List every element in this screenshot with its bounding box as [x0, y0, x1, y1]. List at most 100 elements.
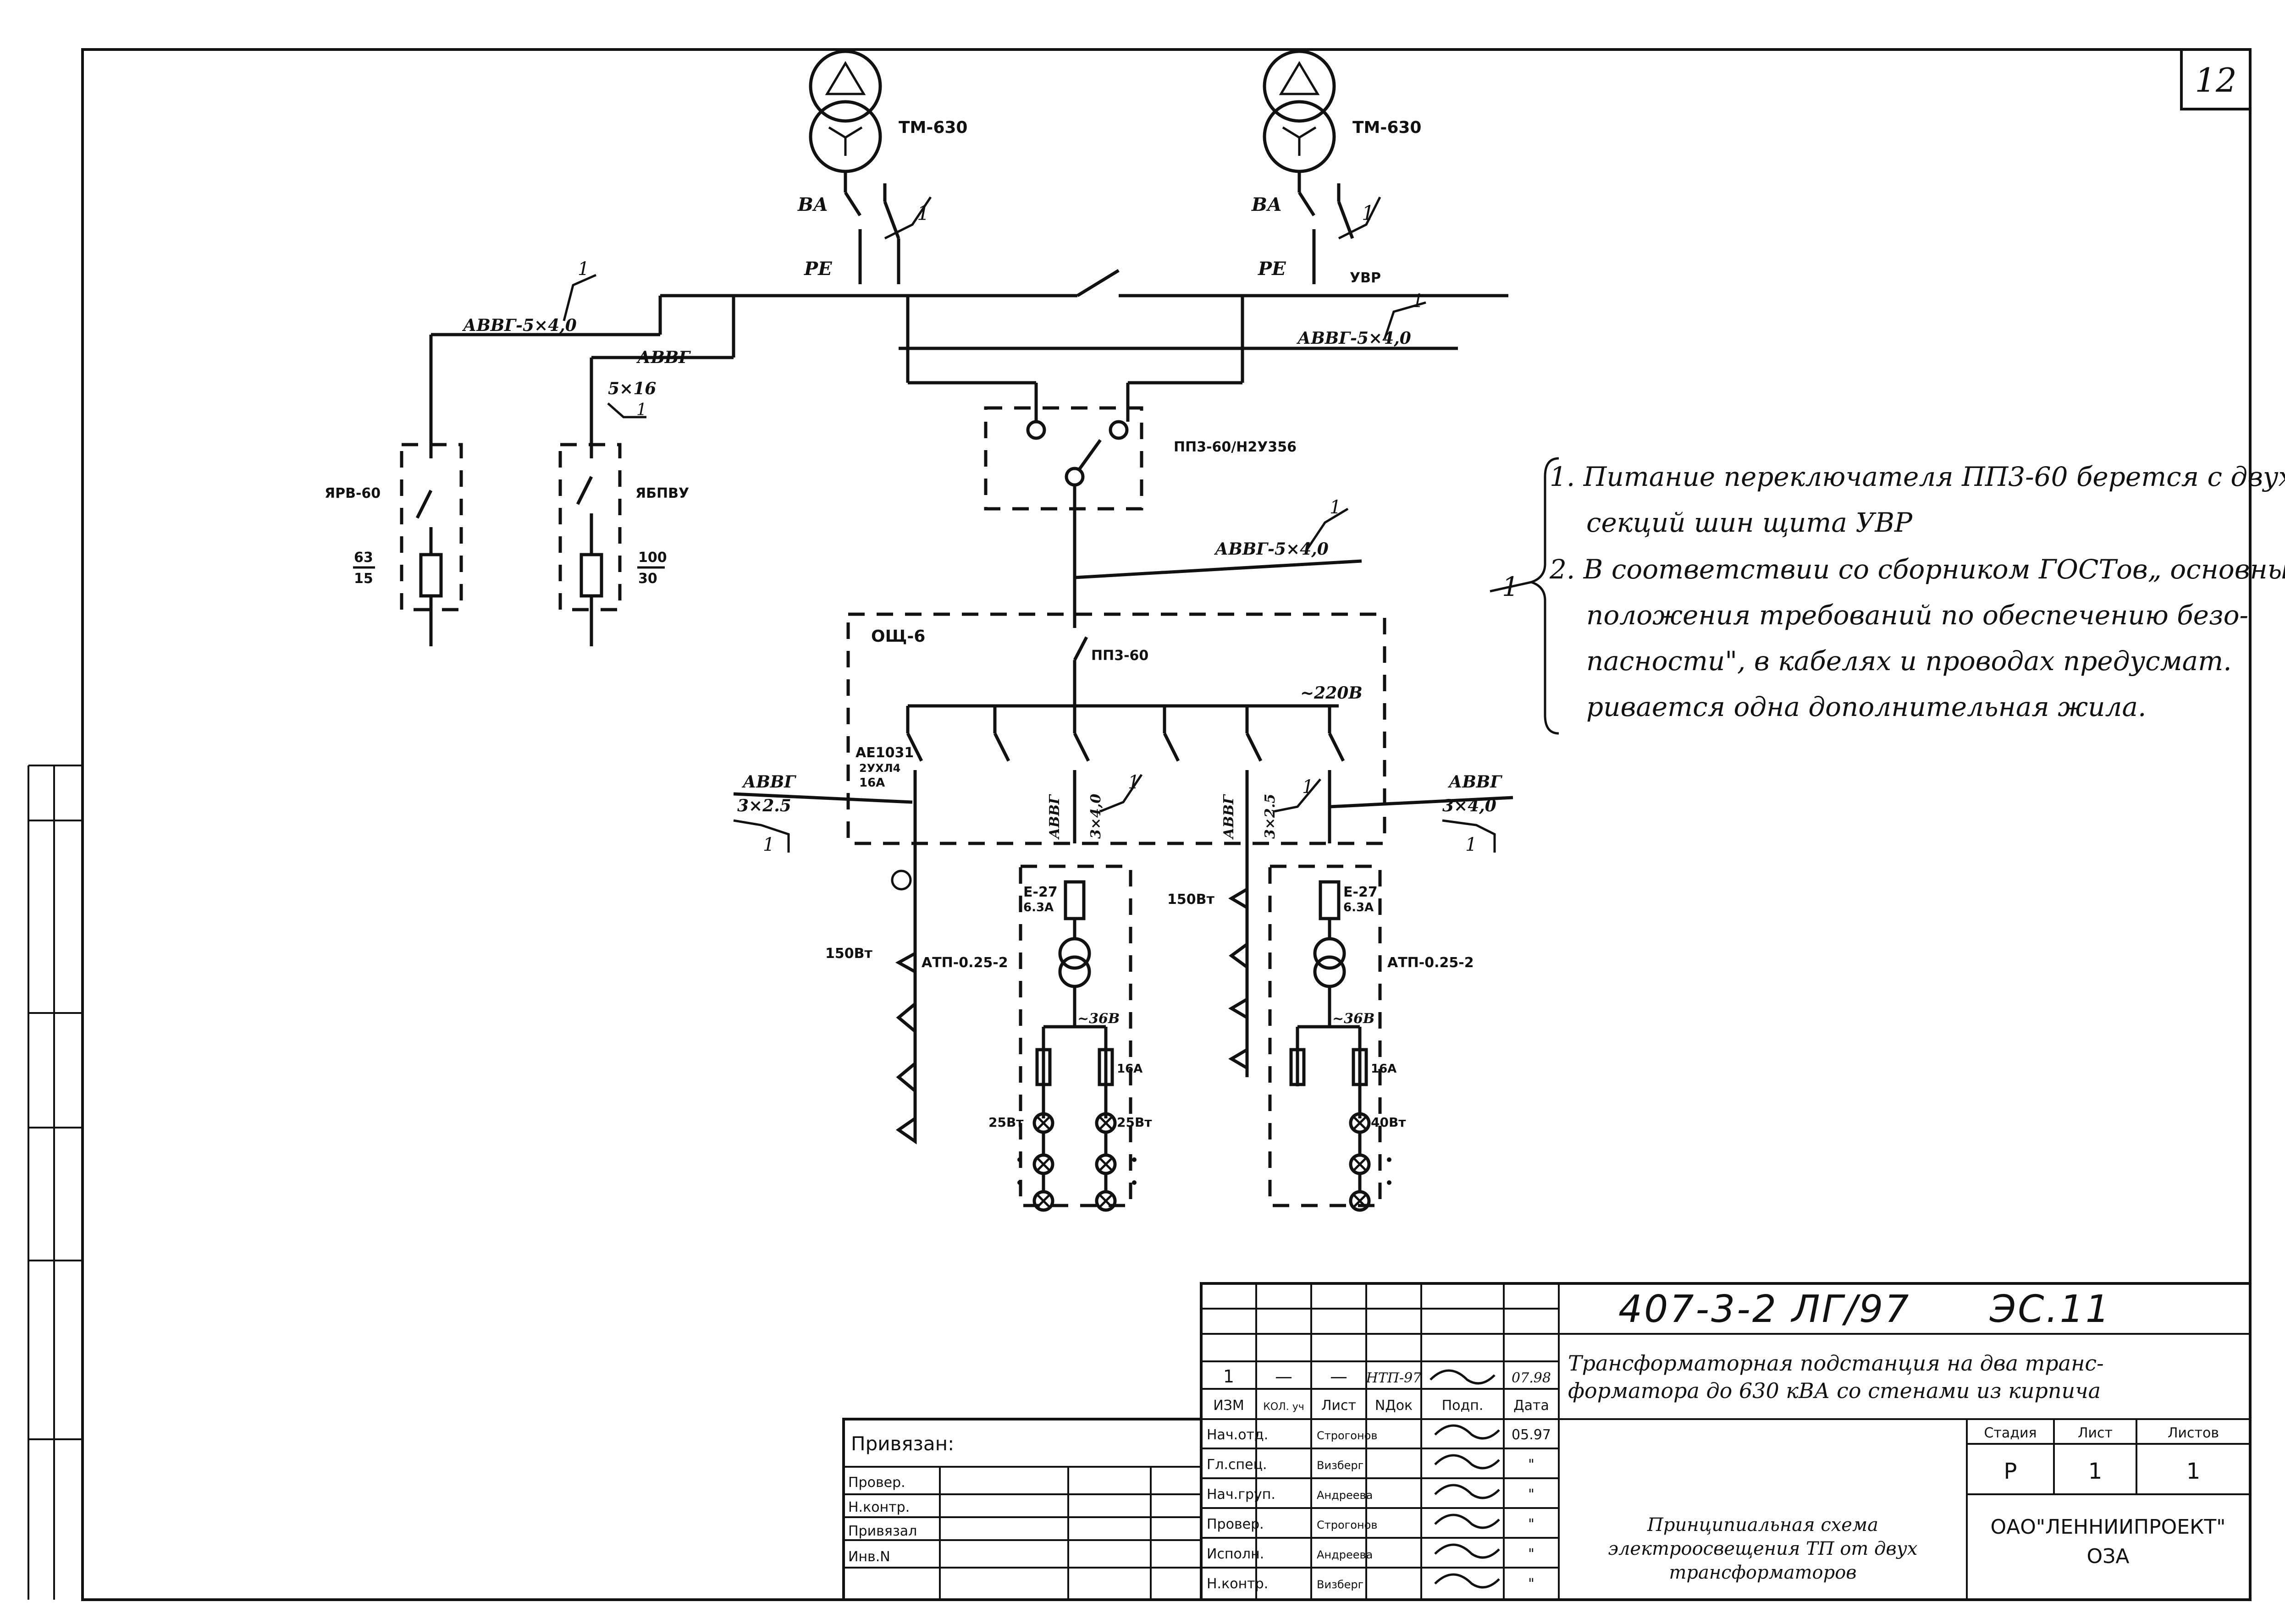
svg-text:Нач.отд.: Нач.отд. [1207, 1427, 1268, 1443]
svg-text:150Вт: 150Вт [1167, 892, 1214, 908]
svg-text:Н.контр.: Н.контр. [848, 1499, 910, 1515]
transformer-2-callout: 1 [1362, 202, 1374, 225]
rev-row-6: 07.98 [1512, 1370, 1551, 1386]
svg-text:1: 1 [1412, 291, 1424, 312]
header-data: Дата [1513, 1398, 1549, 1414]
svg-text:6.3А: 6.3А [1023, 901, 1054, 914]
svg-text:Исполн.: Исполн. [1207, 1546, 1264, 1562]
svg-text:ЯБПВУ: ЯБПВУ [635, 485, 689, 501]
svg-text:ОЩ-6: ОЩ-6 [871, 627, 925, 646]
project-title-1: Трансформаторная подстанция на два транс… [1568, 1351, 2104, 1376]
transformer-2: ТМ-630 ВА PE УВР 1 [1251, 50, 1421, 286]
notes: 1 1. Питание переключателя ПП3-60 беретс… [1490, 457, 2285, 735]
svg-text:": " [1528, 1486, 1534, 1503]
svg-text:АВВГ: АВВГ [636, 348, 691, 367]
svg-text:Е-27: Е-27 [1343, 884, 1378, 900]
sheet-value: 1 [2088, 1459, 2103, 1484]
svg-text:~36В: ~36В [1332, 1011, 1374, 1027]
svg-text:Провер.: Провер. [848, 1475, 905, 1491]
stage-header: Стадия [1984, 1425, 2037, 1441]
svg-text:Андреева: Андреева [1317, 1489, 1373, 1502]
svg-text:Е-27: Е-27 [1023, 884, 1058, 900]
binding-strip [28, 765, 83, 1600]
cable-label-out-right: АВВГ 3×4,0 1 [1329, 772, 1513, 855]
org-name: ОАО"ЛЕННИИПРОЕКТ" [1991, 1515, 2226, 1539]
svg-text:АВВГ: АВВГ [1221, 794, 1237, 840]
binding-title: Привязан: [851, 1432, 954, 1455]
lamp-column-mid: 150Вт [1167, 843, 1249, 1077]
title-block: 1 — — НТП-97 07.98 ИЗМ КОЛ. уч Лист NДок… [1200, 1282, 2252, 1601]
cable-label-left-branch: АВВГ 5×16 1 [607, 348, 691, 419]
svg-text:АВВГ-5×4,0: АВВГ-5×4,0 [1214, 539, 1329, 559]
header-kol: КОЛ. уч [1263, 1401, 1304, 1413]
org-unit: ОЗА [2087, 1545, 2130, 1568]
svg-text:Нач.груп.: Нач.груп. [1207, 1486, 1275, 1503]
header-izm: ИЗМ [1213, 1398, 1244, 1414]
svg-text:Привязал: Привязал [848, 1523, 917, 1539]
svg-text:1: 1 [1302, 776, 1314, 798]
document-code: 407-3-2 ЛГ/97 [1618, 1288, 1910, 1331]
svg-text:ЯРВ-60: ЯРВ-60 [325, 485, 381, 501]
svg-text:40Вт: 40Вт [1371, 1115, 1406, 1130]
rev-row-4: НТП-97 [1366, 1370, 1422, 1386]
svg-text:Гл.спец.: Гл.спец. [1207, 1457, 1267, 1473]
switchbox-yarv: ЯРВ-60 63 15 [325, 443, 463, 646]
svg-text:Визберг: Визберг [1317, 1459, 1363, 1472]
svg-text:15: 15 [354, 571, 373, 587]
svg-text:30: 30 [638, 571, 657, 587]
svg-text:Провер.: Провер. [1207, 1516, 1264, 1532]
svg-text:АТП-0.25-2: АТП-0.25-2 [922, 955, 1008, 971]
transformer-1-callout: 1 [917, 202, 930, 225]
svg-text:6.3А: 6.3А [1343, 901, 1374, 914]
svg-text:3×4,0: 3×4,0 [1088, 794, 1104, 839]
header-podp: Подп. [1442, 1398, 1484, 1414]
svg-text:25Вт: 25Вт [1117, 1115, 1152, 1130]
sheet-number: 12 [2195, 61, 2237, 99]
svg-text:2УХЛ4: 2УХЛ4 [859, 762, 900, 775]
lamp-column-left: 150Вт АТП-0.25-2 [825, 843, 1008, 1145]
svg-text:63: 63 [354, 550, 373, 566]
cable-label-out-left: АВВГ 3×2.5 1 [733, 772, 913, 855]
stage-value: Р [2004, 1459, 2017, 1484]
svg-text:АВВГ: АВВГ [1447, 772, 1502, 792]
svg-text:~220В: ~220В [1300, 683, 1363, 703]
transformer-1: ТМ-630 ВА PE 1 [797, 50, 967, 284]
note-1-line-1: 1. Питание переключателя ПП3-60 берется … [1550, 461, 2285, 492]
svg-text:1: 1 [1330, 497, 1341, 518]
svg-text:Инв.N: Инв.N [848, 1549, 890, 1565]
svg-text:16А: 16А [1371, 1062, 1396, 1076]
sheet-code: ЭС.11 [1989, 1288, 2111, 1331]
atp-box-1: Е-27 6.3А ~36В 16А 25Вт 25Вт [988, 864, 1152, 1212]
svg-text:3×2.5: 3×2.5 [1262, 794, 1278, 839]
svg-text:100: 100 [638, 550, 667, 566]
transformer-1-pe: PE [804, 258, 832, 280]
svg-text:": " [1528, 1576, 1534, 1592]
svg-text:16А: 16А [1117, 1062, 1142, 1076]
svg-text:~36В: ~36В [1077, 1011, 1120, 1027]
svg-text:1: 1 [578, 259, 589, 280]
header-ndok: NДок [1375, 1398, 1413, 1414]
drawing-title-1: Принципиальная схема [1647, 1514, 1878, 1536]
transformer-1-label: ТМ-630 [899, 118, 967, 137]
header-list: Лист [1321, 1398, 1356, 1414]
transformer-2-panel: УВР [1350, 270, 1381, 286]
svg-text:ПП3-60: ПП3-60 [1091, 648, 1148, 664]
svg-text:": " [1528, 1516, 1534, 1532]
cable-label-left-main: АВВГ-5×4,0 1 [462, 259, 597, 335]
cable-label-out-mid2: АВВГ 3×2.5 1 [1221, 776, 1321, 840]
main-busbar [429, 269, 1508, 458]
svg-text:1: 1 [636, 401, 647, 419]
svg-text:25Вт: 25Вт [988, 1115, 1024, 1130]
binding-block: Привязан: Провер. Н.контр. Привязал Инв.… [842, 1418, 1203, 1601]
svg-text:1: 1 [763, 834, 774, 855]
note-1-line-2: секций шин щита УВР [1586, 507, 1913, 538]
svg-text:АТП-0.25-2: АТП-0.25-2 [1387, 955, 1474, 971]
rev-row-3: — [1330, 1366, 1347, 1387]
drawing-title-3: трансформаторов [1669, 1562, 1856, 1583]
panel-osch6: ОЩ-6 ПП3-60 ~220В АЕ1031 2УХЛ4 16А [846, 612, 1386, 845]
rev-row-2: — [1275, 1366, 1292, 1387]
cable-label-out-mid1: АВВГ 3×4,0 1 [1047, 772, 1143, 840]
note-2-line-1: 2. В соответствии со сборником ГОСТов„ о… [1549, 554, 2285, 585]
transformer-2-pe: PE [1258, 258, 1286, 280]
svg-text:150Вт: 150Вт [825, 946, 872, 962]
